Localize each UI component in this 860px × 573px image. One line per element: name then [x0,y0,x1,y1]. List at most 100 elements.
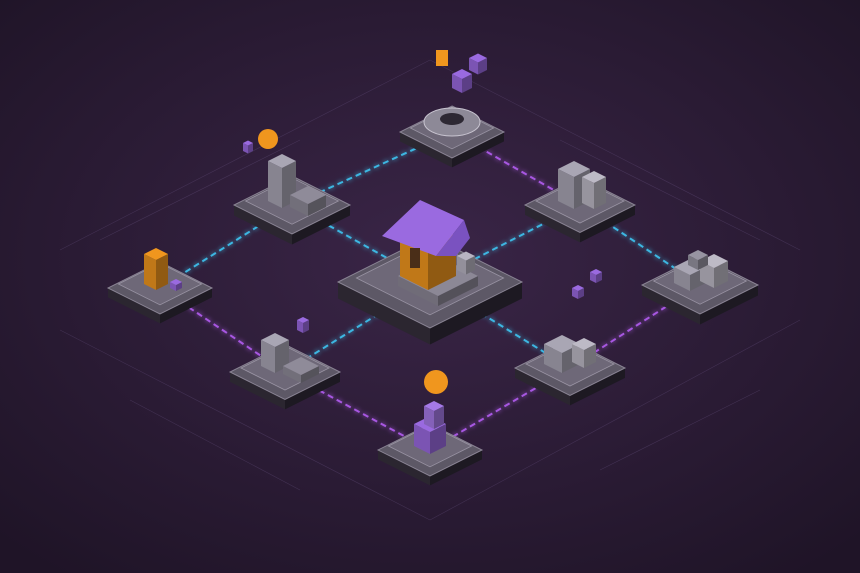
platform-side-left [338,282,430,345]
cube-stack [430,424,446,454]
grid-line [429,59,801,251]
platform-side-right [570,368,625,406]
nodes [106,50,760,486]
platform-side-left [642,285,700,325]
server-unit [290,186,326,204]
cube [248,143,253,154]
platform-side-right [285,372,340,410]
device-base [283,366,301,383]
house-tank [466,256,475,275]
node-bottom-right [513,269,627,406]
platform-side-left [515,368,570,406]
device-base [301,366,319,383]
server-tower [268,161,282,208]
server-icon [243,129,326,216]
grid-line [129,399,301,491]
grid-lines [59,59,801,521]
device [261,340,275,373]
cube [578,288,584,299]
cubes-icon [414,370,448,454]
cube [469,58,478,75]
platform-side-right [292,205,350,245]
cube [590,269,602,275]
house-icon [382,200,478,306]
house-door [410,248,420,268]
platform-side-right [430,450,482,486]
database-icon [144,248,182,291]
platform-side-right [700,285,758,325]
node-bottom-left [228,317,342,410]
server-block [582,171,606,183]
grid-line [99,139,301,241]
cube [572,288,578,299]
node-bottom [376,370,484,486]
house-base [438,276,478,306]
house-roof [382,200,464,256]
cube [590,272,596,283]
platform-side-right [452,132,504,168]
house-tank [457,256,466,275]
database-stack [144,254,156,290]
device-base [283,357,319,375]
platform-side-right [580,205,635,243]
node-top-right [523,161,637,243]
link-bottom-bottom-left [284,371,431,451]
block [572,338,596,350]
cube [297,317,309,323]
block [572,344,584,368]
platform-side-right [430,282,522,345]
platform-side-left [230,372,285,410]
database-stack [156,254,168,290]
blocks-icon [544,269,602,373]
link-home-bottom-right [429,281,571,369]
server-block [558,161,590,177]
node-home [336,200,524,345]
lock-icon [258,129,278,149]
badge [424,370,448,394]
cube [303,320,309,333]
gear-icon [423,50,487,137]
platform-side-left [108,288,160,324]
block [544,335,580,353]
grid-line [559,139,761,241]
cube [462,74,472,93]
device [261,333,289,347]
cube [452,69,472,79]
platform-side-right [160,288,212,324]
block [688,250,708,260]
server-tower [268,154,296,168]
cube [596,272,602,283]
cube-stack [424,406,434,429]
server-rack-icon [558,161,606,209]
cube [469,53,487,63]
cube-stack [424,401,444,411]
server-unit [290,195,308,216]
database-stack [144,248,168,260]
block [584,344,596,368]
server-block [558,169,574,209]
house-tank [457,251,475,261]
block [700,261,714,288]
cube [297,320,303,333]
house-roof-side [436,220,470,256]
block [714,261,728,288]
blocks-icon [674,250,728,291]
platform-side-left [378,450,430,486]
house-base [398,276,438,306]
platform-side-left [525,205,580,243]
device-icon [261,317,319,383]
platform-side-left [400,132,452,168]
cube [170,279,182,285]
platform-side-left [234,205,292,245]
cube [572,285,584,291]
server-block [594,177,606,209]
node-top-left [232,129,352,245]
grid-line [599,389,761,471]
server-unit [308,195,326,216]
cube [478,58,487,75]
node-top [398,50,506,168]
cube-stack [434,406,444,429]
grid-line [59,329,431,521]
cube [452,74,462,93]
